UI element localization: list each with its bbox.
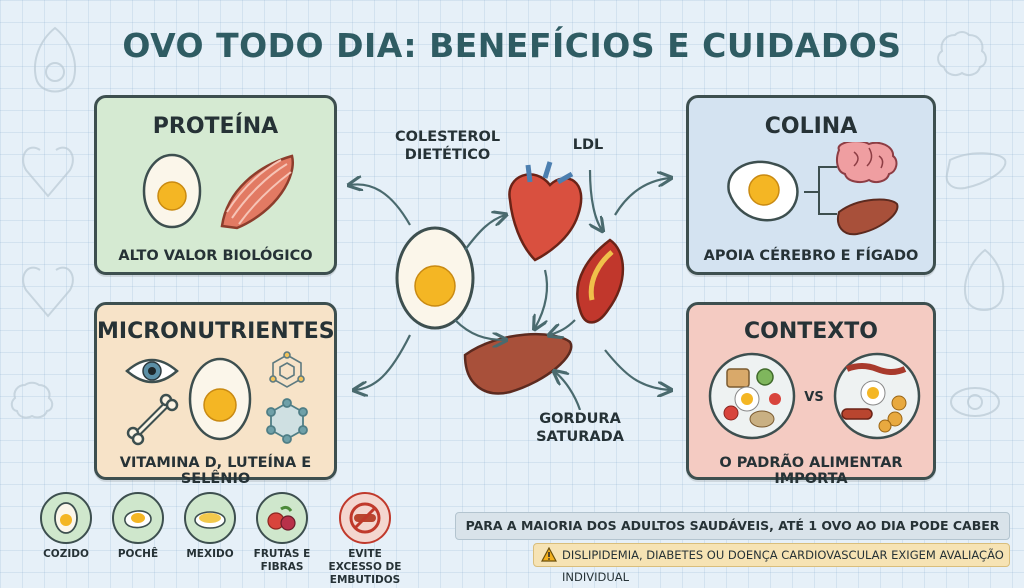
eye-outline-icon <box>950 387 1000 417</box>
arrow-fat-to-liver <box>555 372 582 410</box>
bottom-icon-boiled: COZIDO <box>36 492 96 561</box>
fat-label: GORDURA SATURADA <box>536 411 624 445</box>
page-title: OVO TODO DIA: BENEFÍCIOS E CUIDADOS <box>122 26 902 65</box>
brain-icon <box>836 142 898 183</box>
context-card-subtitle: O PADRÃO ALIMENTAR IMPORTA <box>719 455 903 487</box>
eye-icon <box>125 358 179 384</box>
selenium-molecule-icon <box>266 398 308 444</box>
warning-banner: DISLIPIDEMIA, DIABETES OU DOENÇA CARDIOV… <box>533 543 1010 584</box>
muscle-icon <box>220 154 294 230</box>
choline-card-title: COLINA <box>764 114 858 139</box>
protein-card-title: PROTEÍNA <box>152 114 279 139</box>
healthy-plate-icon <box>708 352 796 440</box>
arrow-to-micro <box>355 334 411 390</box>
bottom-icon-label: EVITE EXCESSO DE EMBUTIDOS <box>328 548 402 586</box>
cholesterol-label: COLESTEROL DIETÉTICO <box>395 129 501 163</box>
bottom-icon-poached: POCHÊ <box>108 492 168 561</box>
bottom-icon-fruits: FRUTAS E FIBRAS <box>252 492 312 574</box>
context-illustration: VS <box>708 352 921 440</box>
vs-label: VS <box>804 390 823 405</box>
info-banner: PARA A MAIORIA DOS ADULTOS SAUDÁVEIS, AT… <box>455 512 1010 559</box>
protein-illustration <box>142 153 294 230</box>
context-card: CONTEXTO VS O PADRÃO ALIMENTAR IMPORTA <box>686 302 936 487</box>
arrow-egg-to-liver <box>454 319 505 340</box>
avocado-outline-icon-2 <box>964 248 1005 311</box>
bottom-icon-scrambled: MEXIDO <box>180 492 240 561</box>
heart-outline-icon <box>22 146 74 198</box>
choline-card: COLINA APOIA CÉREBRO E FÍGADO <box>686 95 936 275</box>
brain-outline-icon-2 <box>10 381 54 419</box>
background-decor <box>10 26 1007 419</box>
scrambled-egg-icon <box>184 492 236 544</box>
warning-text: DISLIPIDEMIA, DIABETES OU DOENÇA CARDIOV… <box>562 548 1004 584</box>
connector-lines <box>804 166 837 215</box>
boiled-egg-icon <box>142 153 202 229</box>
arrow-to-choline <box>614 178 670 216</box>
avocado-outline-icon <box>34 26 76 93</box>
arrow-egg-to-heart <box>464 215 505 251</box>
bottom-icon-label: MEXIDO <box>186 548 234 560</box>
bottom-icon-label: FRUTAS E FIBRAS <box>253 548 311 573</box>
lutein-molecule-icon <box>269 351 305 388</box>
bottom-icon-label: POCHÊ <box>117 548 159 560</box>
brain-outline-icon <box>937 31 987 76</box>
warning-icon <box>541 547 557 562</box>
bottom-icon-label: COZIDO <box>43 548 89 560</box>
fried-egg-icon <box>727 160 799 222</box>
ldl-label: LDL <box>572 137 604 153</box>
context-card-title: CONTEXTO <box>744 319 878 344</box>
choline-card-subtitle: APOIA CÉREBRO E FÍGADO <box>703 248 919 264</box>
liver-center-icon <box>463 333 573 395</box>
bone-icon <box>126 393 179 446</box>
boiled-egg-icon <box>40 492 92 544</box>
bottom-icon-no-sausage: EVITE EXCESSO DE EMBUTIDOS <box>320 492 410 587</box>
micronutrients-card: MICRONUTRIENTES VITAMINA D, LU <box>94 302 337 487</box>
heart-icon <box>508 161 583 262</box>
center-diagram <box>340 161 690 410</box>
choline-illustration <box>727 142 899 236</box>
fruits-icon <box>256 492 308 544</box>
micronutrients-card-subtitle: VITAMINA D, LUTEÍNA E SELÊNIO <box>119 455 312 487</box>
protein-card: PROTEÍNA ALTO VALOR BIOLÓGICO <box>94 95 337 275</box>
heart-outline-icon-2 <box>22 266 74 318</box>
artery-icon <box>576 238 625 324</box>
arrow-ldl-to-artery <box>590 169 602 230</box>
micronutrients-illustration <box>125 351 308 446</box>
liver-icon <box>837 198 899 236</box>
egg-icon <box>188 357 252 441</box>
protein-card-subtitle: ALTO VALOR BIOLÓGICO <box>118 248 313 264</box>
arrow-to-protein <box>350 184 411 226</box>
micronutrients-card-title: MICRONUTRIENTES <box>97 319 335 344</box>
arrow-heart-to-liver <box>535 269 549 328</box>
processed-plate-icon <box>833 352 921 440</box>
arrow-artery-to-liver <box>550 319 576 335</box>
no-sausage-icon <box>339 492 391 544</box>
poached-egg-icon <box>112 492 164 544</box>
liver-outline-icon <box>945 152 1007 190</box>
center-egg-icon <box>395 226 475 330</box>
arrow-to-context <box>604 349 670 390</box>
